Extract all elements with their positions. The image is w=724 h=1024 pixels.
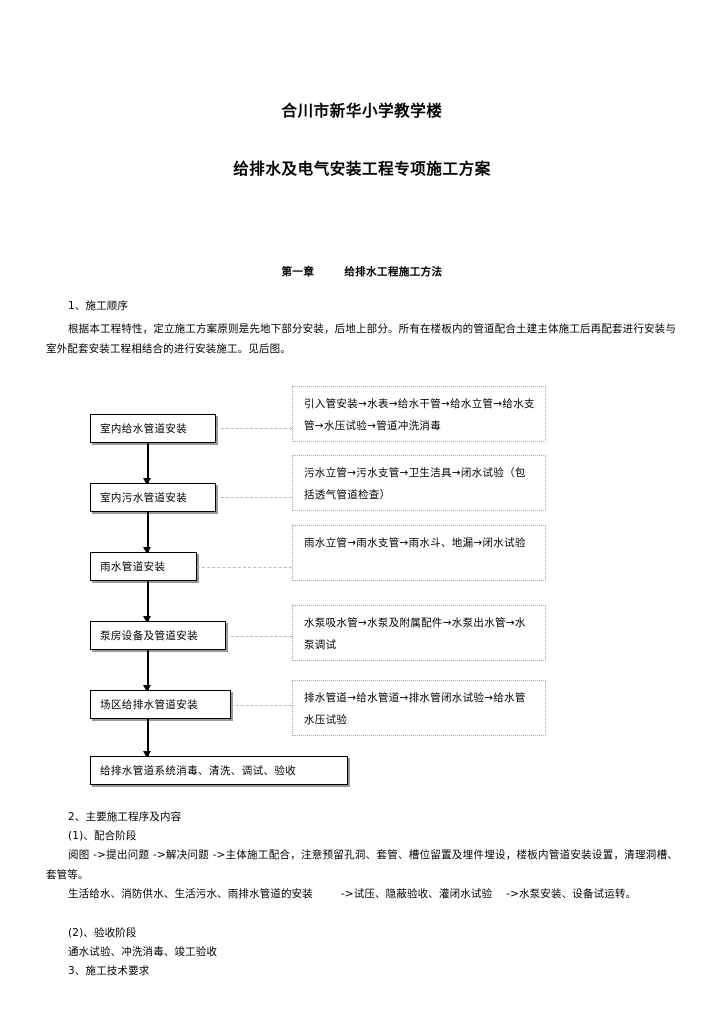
flow-detail-site-area: 排水管道→给水管道→排水管闭水试验→给水管水压试验 <box>292 680 546 736</box>
section2-body-1: 阅图 ->提出问题 ->解决问题 ->主体施工配合，注意预留孔洞、套管、槽位留置… <box>46 849 678 881</box>
flow-arrow-head-3 <box>143 616 151 623</box>
flow-arrow-line-2 <box>147 512 149 552</box>
flow-step-label: 室内污水管道安装 <box>100 492 188 504</box>
flow-detail-text: 雨水立管→雨水支管→雨水斗、地漏→闭水试验 <box>304 537 526 549</box>
flow-connector-3 <box>197 567 292 568</box>
section2-subheading-2: (2)、验收阶段 <box>68 927 137 939</box>
flow-step-label: 给排水管道系统消毒、清洗、调试、验收 <box>100 765 297 777</box>
flow-step-label: 雨水管道安装 <box>100 561 166 573</box>
section2-subheading-1: (1)、配合阶段 <box>68 830 137 842</box>
flow-detail-text: 污水立管→污水支管→卫生洁具→闭水试验（包括透气管道检查） <box>304 467 526 501</box>
flow-step-label: 室内给水管道安装 <box>100 423 188 435</box>
chapter-heading: 第一章 给排水工程施工方法 <box>0 264 724 279</box>
flow-step-rainwater: 雨水管道安装 <box>90 552 197 581</box>
flow-step-site-area: 场区给排水管道安装 <box>90 690 231 719</box>
flow-arrow-line-3 <box>147 581 149 621</box>
flow-detail-text: 排水管道→给水管道→排水管闭水试验→给水管水压试验 <box>304 692 526 726</box>
section2-body-2: 生活给水、消防供水、生活污水、雨排水管道的安装 ->试压、隐蔽验收、灌闭水试验 … <box>68 888 637 900</box>
flow-detail-rainwater: 雨水立管→雨水支管→雨水斗、地漏→闭水试验 <box>292 525 546 581</box>
chapter-number: 第一章 <box>281 266 315 278</box>
flow-detail-indoor-sewage: 污水立管→污水支管→卫生洁具→闭水试验（包括透气管道检查） <box>292 455 546 511</box>
section3-heading: 3、施工技术要求 <box>68 965 150 977</box>
flow-arrow-head-1 <box>143 478 151 485</box>
flow-arrow-line-1 <box>147 443 149 483</box>
flow-step-label: 泵房设备及管道安装 <box>100 630 199 642</box>
section1-heading: 1、施工顺序 <box>68 300 129 312</box>
flow-step-final-acceptance: 给排水管道系统消毒、清洗、调试、验收 <box>90 756 348 785</box>
flow-detail-pump-room: 水泵吸水管→水泵及附属配件→水泵出水管→水泵调试 <box>292 605 546 661</box>
flow-detail-text: 引入管安装→水表→给水干管→给水立管→给水支管→水压试验→管道冲洗消毒 <box>304 398 535 432</box>
flow-arrow-head-2 <box>143 547 151 554</box>
document-title-line2: 给排水及电气安装工程专项施工方案 <box>233 160 491 178</box>
flow-arrow-head-5 <box>143 751 151 758</box>
chapter-name: 给排水工程施工方法 <box>344 266 443 278</box>
flow-connector-4 <box>226 636 292 637</box>
document-title-line1: 合川市新华小学教学楼 <box>281 102 443 120</box>
section2-body-3: 通水试验、冲洗消毒、竣工验收 <box>68 946 218 958</box>
section1-body: 根据本工程特性，定立施工方案原则是先地下部分安装，后地上部分。所有在楼板内的管道… <box>46 323 676 355</box>
flow-step-pump-room: 泵房设备及管道安装 <box>90 621 226 650</box>
flow-arrow-line-5 <box>147 719 149 756</box>
flow-step-indoor-water-supply: 室内给水管道安装 <box>90 414 216 443</box>
flow-arrow-head-4 <box>143 685 151 692</box>
flow-detail-text: 水泵吸水管→水泵及附属配件→水泵出水管→水泵调试 <box>304 617 526 651</box>
flow-step-label: 场区给排水管道安装 <box>100 699 199 711</box>
flow-connector-1 <box>216 428 292 429</box>
flow-detail-indoor-water-supply: 引入管安装→水表→给水干管→给水立管→给水支管→水压试验→管道冲洗消毒 <box>292 386 546 442</box>
section2-heading: 2、主要施工程序及内容 <box>68 811 182 823</box>
flow-connector-5 <box>231 705 292 706</box>
flow-arrow-line-4 <box>147 650 149 690</box>
flow-connector-2 <box>216 497 292 498</box>
flow-step-indoor-sewage: 室内污水管道安装 <box>90 483 216 512</box>
